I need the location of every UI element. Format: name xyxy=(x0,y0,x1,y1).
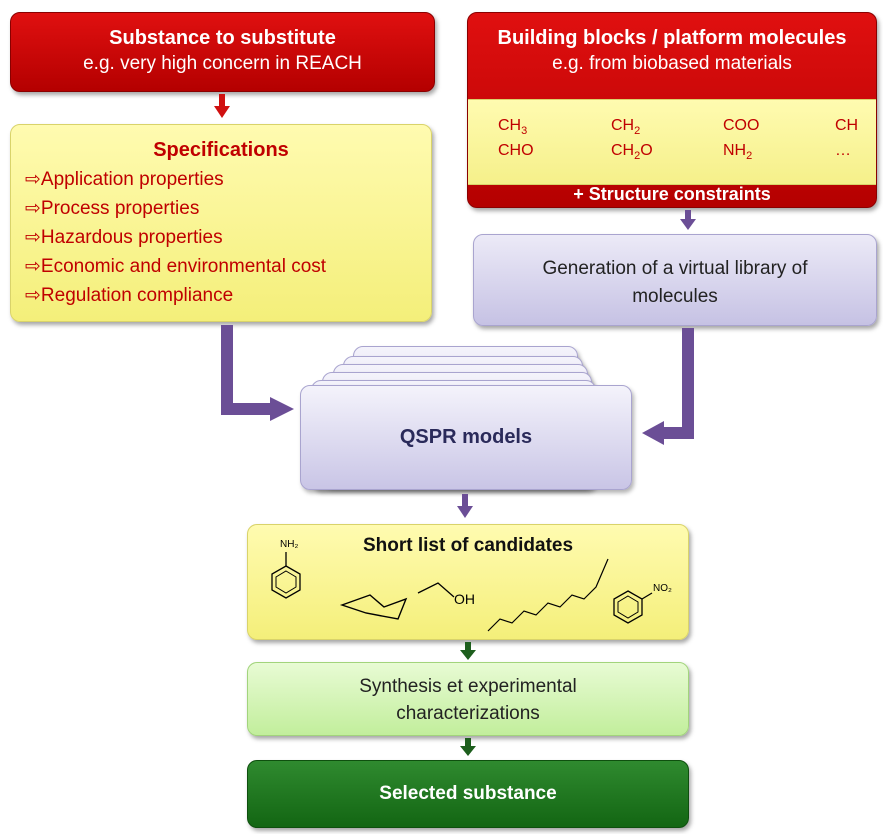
formula-nh2: NH2 xyxy=(723,142,753,163)
arrow-substance-to-specs xyxy=(214,94,230,118)
building-blocks-header: Building blocks / platform molecules e.g… xyxy=(468,13,876,75)
selected-substance-label: Selected substance xyxy=(379,783,557,804)
formula-coo: COO xyxy=(723,117,760,134)
aniline-label: NH₂ xyxy=(280,539,299,550)
ethanol-label: OH xyxy=(454,591,475,607)
formula-ch2: CH2 xyxy=(611,117,641,138)
substance-to-substitute-box: Substance to substitute e.g. very high c… xyxy=(10,12,435,92)
formula-ch3: CH3 xyxy=(498,117,528,138)
spec-item-regulation: ⇨Regulation compliance xyxy=(25,285,234,306)
qspr-models-box: QSPR models xyxy=(300,385,632,490)
synthesis-box: Synthesis et experimental characterizati… xyxy=(247,662,689,736)
arrow-library-to-qspr xyxy=(642,328,694,445)
building-blocks-title: Building blocks / platform molecules xyxy=(497,27,847,49)
nitrobenzene-label: NO₂ xyxy=(653,583,672,594)
decane-molecule-icon xyxy=(487,558,609,632)
formula-cho: CHO xyxy=(498,142,534,159)
formula-panel: CH3 CH2 COO CH CHO CH2O NH2 … xyxy=(468,99,876,185)
building-blocks-subtitle: e.g. from biobased materials xyxy=(552,53,792,74)
cyclohexane-molecule-icon xyxy=(339,594,408,620)
building-blocks-box: Building blocks / platform molecules e.g… xyxy=(467,12,877,208)
selected-substance-box: Selected substance xyxy=(247,760,689,828)
nitrobenzene-molecule-icon xyxy=(613,590,653,624)
arrow-candidates-to-synthesis xyxy=(460,642,476,660)
formula-ch2o: CH2O xyxy=(611,142,653,163)
aniline-molecule-icon xyxy=(271,552,301,599)
qspr-models-label: QSPR models xyxy=(399,426,533,448)
substance-subtitle: e.g. very high concern in REACH xyxy=(83,53,362,74)
substance-title: Substance to substitute xyxy=(109,27,336,49)
synthesis-text: Synthesis et experimental characterizati… xyxy=(359,676,577,724)
virtual-library-box: Generation of a virtual library of molec… xyxy=(473,234,877,326)
formula-ch: CH xyxy=(835,117,859,134)
arrow-blocks-to-library xyxy=(680,210,696,230)
specifications-title: Specifications xyxy=(153,139,289,161)
spec-item-economic: ⇨Economic and environmental cost xyxy=(25,256,327,277)
spec-item-hazardous: ⇨Hazardous properties xyxy=(25,227,223,248)
specifications-box: Specifications ⇨Application properties ⇨… xyxy=(10,124,432,322)
short-list-title: Short list of candidates xyxy=(362,535,574,556)
structure-constraints-label: + Structure constraints xyxy=(573,184,771,204)
ethanol-molecule-icon xyxy=(417,582,455,598)
spec-item-process: ⇨Process properties xyxy=(25,198,200,219)
arrow-specs-to-qspr xyxy=(221,325,294,421)
short-list-box: Short list of candidates NH₂ OH NO₂ xyxy=(247,524,689,640)
virtual-library-text: Generation of a virtual library of molec… xyxy=(542,258,808,307)
formula-ellipsis: … xyxy=(835,142,851,159)
spec-item-application: ⇨Application properties xyxy=(25,169,224,190)
arrow-synthesis-to-selected xyxy=(460,738,476,756)
arrow-qspr-to-candidates xyxy=(457,494,473,518)
